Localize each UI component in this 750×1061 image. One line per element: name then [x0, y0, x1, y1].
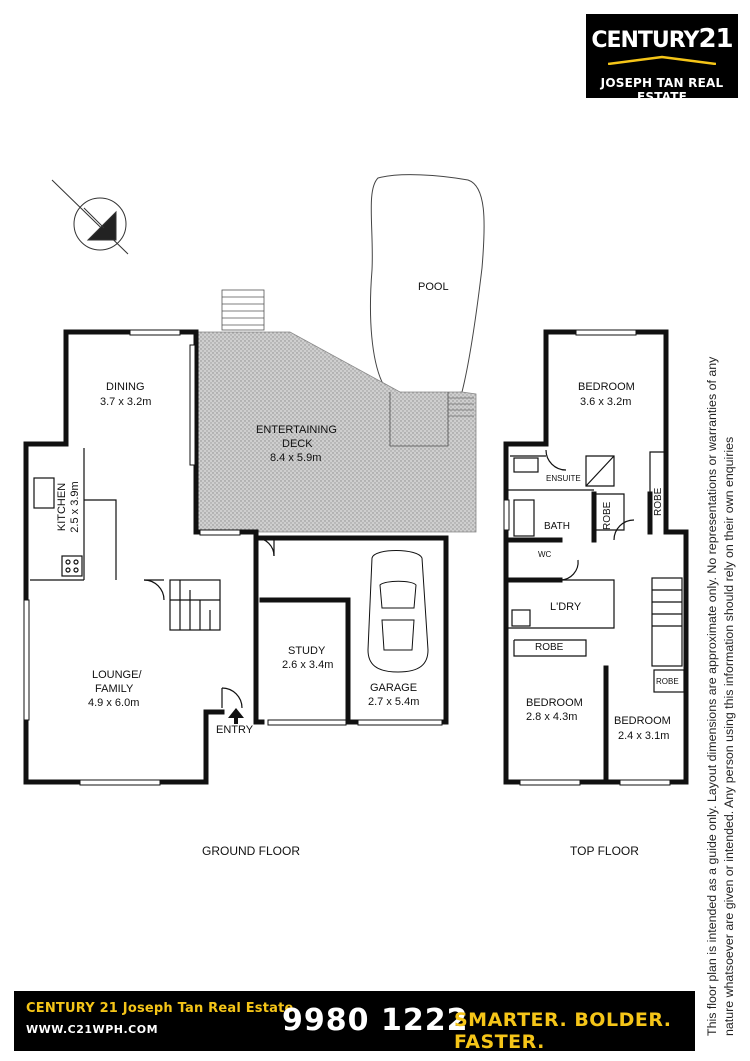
deck-name: ENTERTAINING	[256, 424, 337, 436]
bed1-size: 3.6 x 3.2m	[580, 396, 632, 408]
bed1-name: BEDROOM	[578, 381, 635, 393]
lounge-name: LOUNGE/	[92, 669, 142, 681]
robe-3-label: ROBE	[535, 642, 564, 653]
garage-size: 2.7 x 5.4m	[368, 696, 420, 708]
deck-stairs	[221, 289, 265, 331]
robe-1-label: ROBE	[602, 501, 613, 530]
robe-2-label: ROBE	[653, 487, 664, 516]
bed2-size: 2.8 x 4.3m	[526, 711, 578, 723]
north-arrow-icon	[51, 179, 129, 255]
lounge-name-2: FAMILY	[95, 683, 134, 695]
robe-4-label: ROBE	[656, 677, 679, 686]
logo-roof-icon	[608, 55, 716, 65]
ensuite-label: ENSUITE	[546, 474, 581, 483]
bed2-name: BEDROOM	[526, 697, 583, 709]
logo-brand-number: 21	[698, 24, 733, 54]
disclaimer-text: This floor plan is intended as a guide o…	[705, 356, 736, 1036]
dining-size: 3.7 x 3.2m	[100, 396, 152, 408]
bed3-size: 2.4 x 3.1m	[618, 730, 670, 742]
study-name: STUDY	[288, 645, 326, 657]
entry-arrow-icon	[228, 708, 244, 724]
kitchen-name: KITCHEN	[56, 482, 68, 532]
kitchen-label: KITCHEN 2.5 x 3.9m	[56, 472, 82, 542]
wc-label: WC	[538, 550, 552, 559]
footer-website-link[interactable]: WWW.C21WPH.COM	[26, 1023, 159, 1036]
century21-logo: CENTURY21 JOSEPH TAN REAL ESTATE	[586, 14, 738, 104]
logo-brand-name: CENTURY	[591, 28, 699, 53]
study-size: 2.6 x 3.4m	[282, 659, 334, 671]
top-floor-label: TOP FLOOR	[570, 844, 639, 858]
pool-label: POOL	[418, 281, 449, 293]
bed3-name: BEDROOM	[614, 715, 671, 727]
logo-agency-name: JOSEPH TAN REAL ESTATE	[600, 76, 724, 104]
deck-name-2: DECK	[282, 438, 313, 450]
kitchen-size: 2.5 x 3.9m	[69, 481, 81, 533]
footer-agency: CENTURY 21 Joseph Tan Real Estate	[26, 1001, 294, 1016]
ground-floor-label: GROUND FLOOR	[202, 844, 301, 858]
logo-brand: CENTURY21	[586, 26, 738, 54]
car-icon	[367, 550, 429, 673]
lounge-size: 4.9 x 6.0m	[88, 697, 140, 709]
footer-tagline: SMARTER. BOLDER. FASTER.	[454, 1009, 672, 1053]
laundry-label: L'DRY	[550, 601, 582, 613]
footer-phone[interactable]: 9980 1222	[282, 1003, 469, 1038]
footer-bar: CENTURY 21 Joseph Tan Real Estate WWW.C2…	[14, 991, 695, 1053]
bath-label: BATH	[544, 521, 570, 532]
dining-name: DINING	[106, 381, 145, 393]
deck-size: 8.4 x 5.9m	[270, 452, 322, 464]
entry-label: ENTRY	[216, 724, 254, 736]
garage-name: GARAGE	[370, 682, 418, 694]
